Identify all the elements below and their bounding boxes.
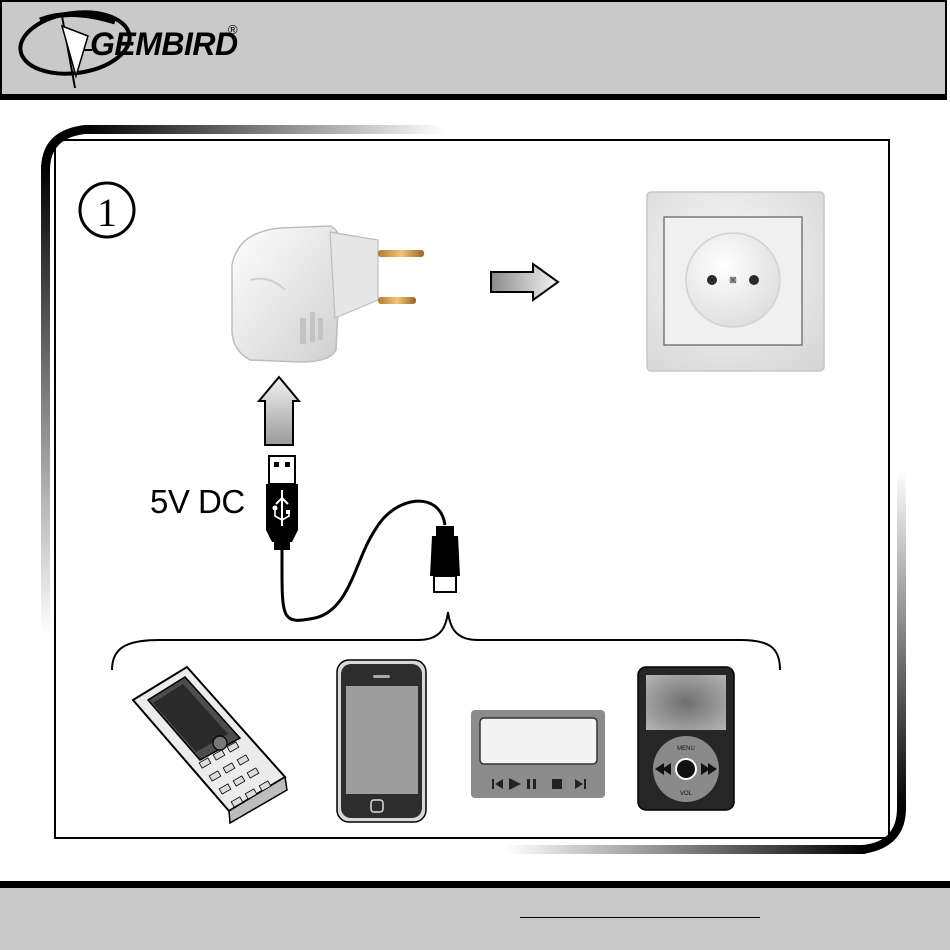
smartphone-icon <box>337 660 426 822</box>
device-group-brace <box>112 612 780 670</box>
mini-usb-plug-icon <box>430 526 460 592</box>
arrow-right-icon <box>491 264 558 300</box>
mobile-phone-icon <box>133 667 287 823</box>
wall-socket-icon <box>647 192 824 371</box>
connection-diagram: 1 <box>0 0 950 885</box>
vol-label: VOL <box>680 791 693 797</box>
menu-label: MENU <box>677 746 695 752</box>
footer-divider <box>520 917 760 918</box>
footer-bar <box>0 881 950 950</box>
arrow-up-icon <box>259 377 299 445</box>
step-number: 1 <box>97 190 117 235</box>
ipod-icon: MENU VOL <box>638 667 734 810</box>
voltage-label: 5V DC <box>150 483 245 521</box>
step-number-badge: 1 <box>80 183 134 237</box>
usb-cable <box>282 501 445 620</box>
usb-connector-icon <box>266 456 298 550</box>
power-adapter-icon <box>232 226 424 362</box>
media-player-icon <box>471 710 605 798</box>
